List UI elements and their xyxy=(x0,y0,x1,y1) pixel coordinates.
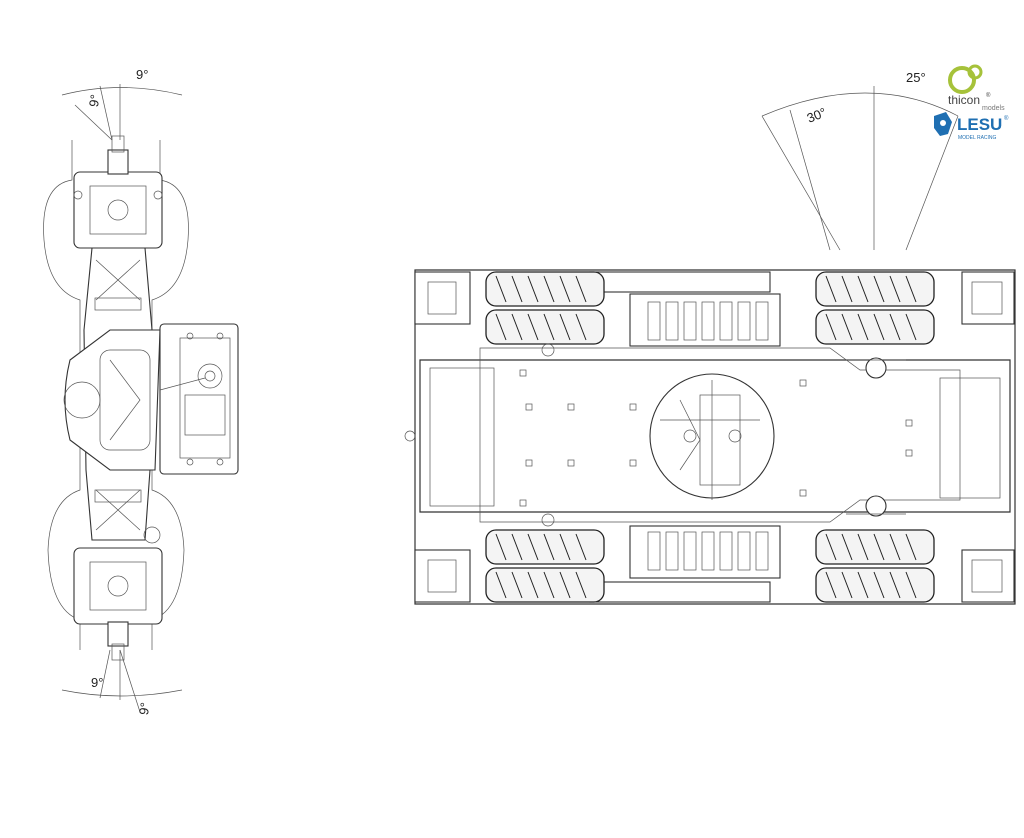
lesu-lion-icon xyxy=(934,112,952,136)
steer-angle-label-top-left: 9° xyxy=(86,93,103,108)
thicon-gear-icon xyxy=(948,64,983,94)
lesu-sub: MODEL RACING xyxy=(958,135,997,141)
steer-angle-label-top: 9° xyxy=(136,67,148,82)
wheel-front-left-top xyxy=(485,271,605,345)
lesu-name: LESU xyxy=(957,115,1002,134)
axle-diagram: 9° 9° xyxy=(43,67,239,716)
wheel-rear-bottom xyxy=(815,529,935,603)
thicon-sub: models xyxy=(982,105,1005,112)
steer-angle-bottom: 9° 9° xyxy=(61,649,183,716)
steer-angle-label-bottom-2: 9° xyxy=(136,701,153,716)
thicon-name: thicon xyxy=(948,93,980,107)
brand-logos: thicon ® models LESU ® MODEL RACING xyxy=(934,64,1009,141)
chassis-diagram: 30° 25° xyxy=(404,70,1016,605)
turn-angle-label-inner: 25° xyxy=(906,70,926,85)
fifth-wheel xyxy=(649,373,775,500)
steer-angle-top: 9° 9° xyxy=(61,67,183,141)
thicon-registered-mark: ® xyxy=(986,92,991,99)
wheel-rear-top xyxy=(815,271,935,345)
steer-angle-label-bottom: 9° xyxy=(91,675,103,690)
turn-angle-label-outer: 30° xyxy=(805,105,829,126)
lesu-registered-mark: ® xyxy=(1004,115,1009,122)
wheel-front-left-bottom xyxy=(485,529,605,603)
turn-angle-indicator: 30° 25° xyxy=(761,70,959,251)
